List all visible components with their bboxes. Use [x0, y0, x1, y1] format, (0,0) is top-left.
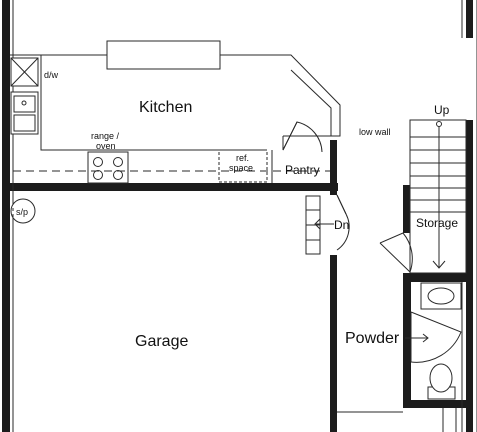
kitchen-sink	[10, 91, 39, 135]
range-label-line1: range /	[91, 131, 120, 141]
powder-room: Powder	[345, 282, 462, 400]
low-wall-label: low wall	[359, 127, 391, 137]
wall-pantry-right	[330, 140, 337, 195]
wall-powder-left	[403, 282, 411, 407]
sump-pump-label: s/p	[16, 207, 28, 217]
powder-sink-bowl	[427, 287, 455, 305]
pantry-label: Pantry	[285, 163, 320, 177]
wall-powder-right	[466, 282, 473, 432]
powder-sink-counter	[420, 282, 462, 310]
wall-kitchen-garage	[2, 183, 338, 191]
down-label: Dn	[334, 218, 349, 232]
pantry: Pantry	[282, 121, 323, 177]
wall-garage-right	[330, 255, 337, 432]
stairs-up: Up low wall Storage	[359, 103, 467, 274]
wall-right-top	[466, 0, 473, 38]
stairs-down: Dn	[305, 194, 350, 255]
wall-storage-powder	[403, 273, 473, 282]
wall-storage-left	[403, 185, 410, 233]
wall-powder-bottom	[403, 400, 473, 408]
ref-label-line2: space	[229, 163, 253, 173]
kitchen: Kitchen d/w range / oven ref. space	[10, 40, 330, 184]
kitchen-label: Kitchen	[139, 99, 192, 116]
wall-right-mid	[466, 120, 473, 280]
garage: s/p Garage	[10, 196, 188, 350]
kitchen-island	[106, 40, 221, 70]
pantry-door	[282, 121, 323, 153]
powder-door	[410, 311, 462, 363]
wall-left	[2, 0, 10, 432]
range-oven	[87, 151, 129, 184]
storage-label: Storage	[416, 216, 458, 230]
up-label: Up	[434, 103, 450, 117]
powder-label: Powder	[345, 330, 400, 347]
garage-label: Garage	[135, 333, 188, 350]
garage-entry-door	[336, 194, 350, 251]
dishwasher-label: d/w	[44, 70, 59, 80]
sump-pump	[10, 198, 36, 224]
toilet-bowl	[429, 363, 453, 393]
stair-start-dot	[436, 121, 442, 127]
storage-door	[379, 232, 413, 273]
stair-run	[409, 119, 467, 274]
range-label-line2: oven	[96, 141, 116, 151]
ref-label-line1: ref.	[236, 153, 249, 163]
